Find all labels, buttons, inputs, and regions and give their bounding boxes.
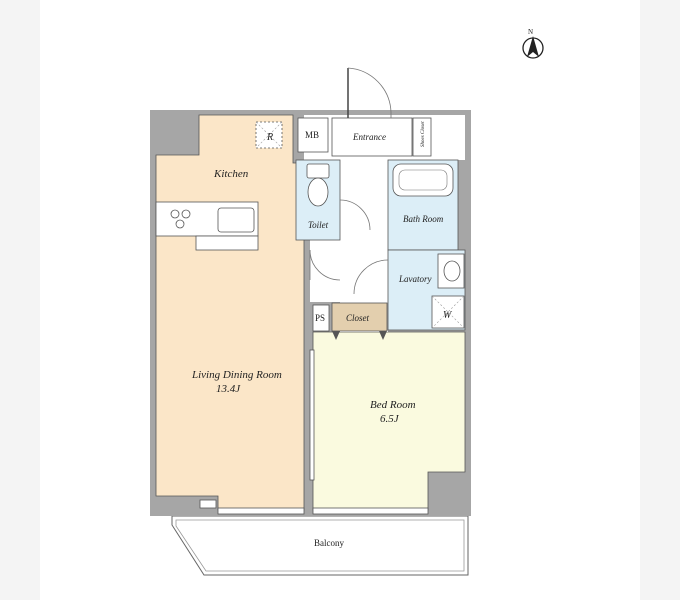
entrance-door [347,67,392,118]
bedroom-size: 6.5J [380,413,400,425]
toilet-fixture [306,163,330,207]
mb-label: MB [305,130,319,140]
compass-letter: N [528,28,533,36]
range-hood [255,121,283,149]
bedroom-name: Bed Room [370,399,416,411]
closet-box [331,302,388,332]
kitchen-counter [155,201,259,251]
mb-box [297,117,329,153]
washer-label: W [443,310,453,321]
toilet-label: Toilet [308,220,329,230]
interior-doors [309,199,389,295]
entrance-box [331,117,413,157]
ps-box [312,304,330,332]
shoe-closet-label: Shoes Closet [421,121,426,147]
bathtub [392,163,454,197]
ps-label: PS [315,313,325,323]
living-room-size: 13.4J [216,383,241,395]
windows [199,349,429,515]
kitchen-label: Kitchen [213,168,249,180]
lavatory-label: Lavatory [398,274,432,284]
entrance-label: Entrance [352,132,386,142]
north-arrow-icon: N [522,28,544,59]
closet-doors [332,331,387,340]
bath-room-label: Bath Room [403,214,444,224]
living-room-name: Living Dining Room [191,369,282,381]
balcony-label: Balcony [314,538,344,548]
closet-label: Closet [346,313,370,323]
range-hood-label: R [266,132,273,143]
shoe-closet [412,117,432,157]
corridor-lower [310,240,340,302]
